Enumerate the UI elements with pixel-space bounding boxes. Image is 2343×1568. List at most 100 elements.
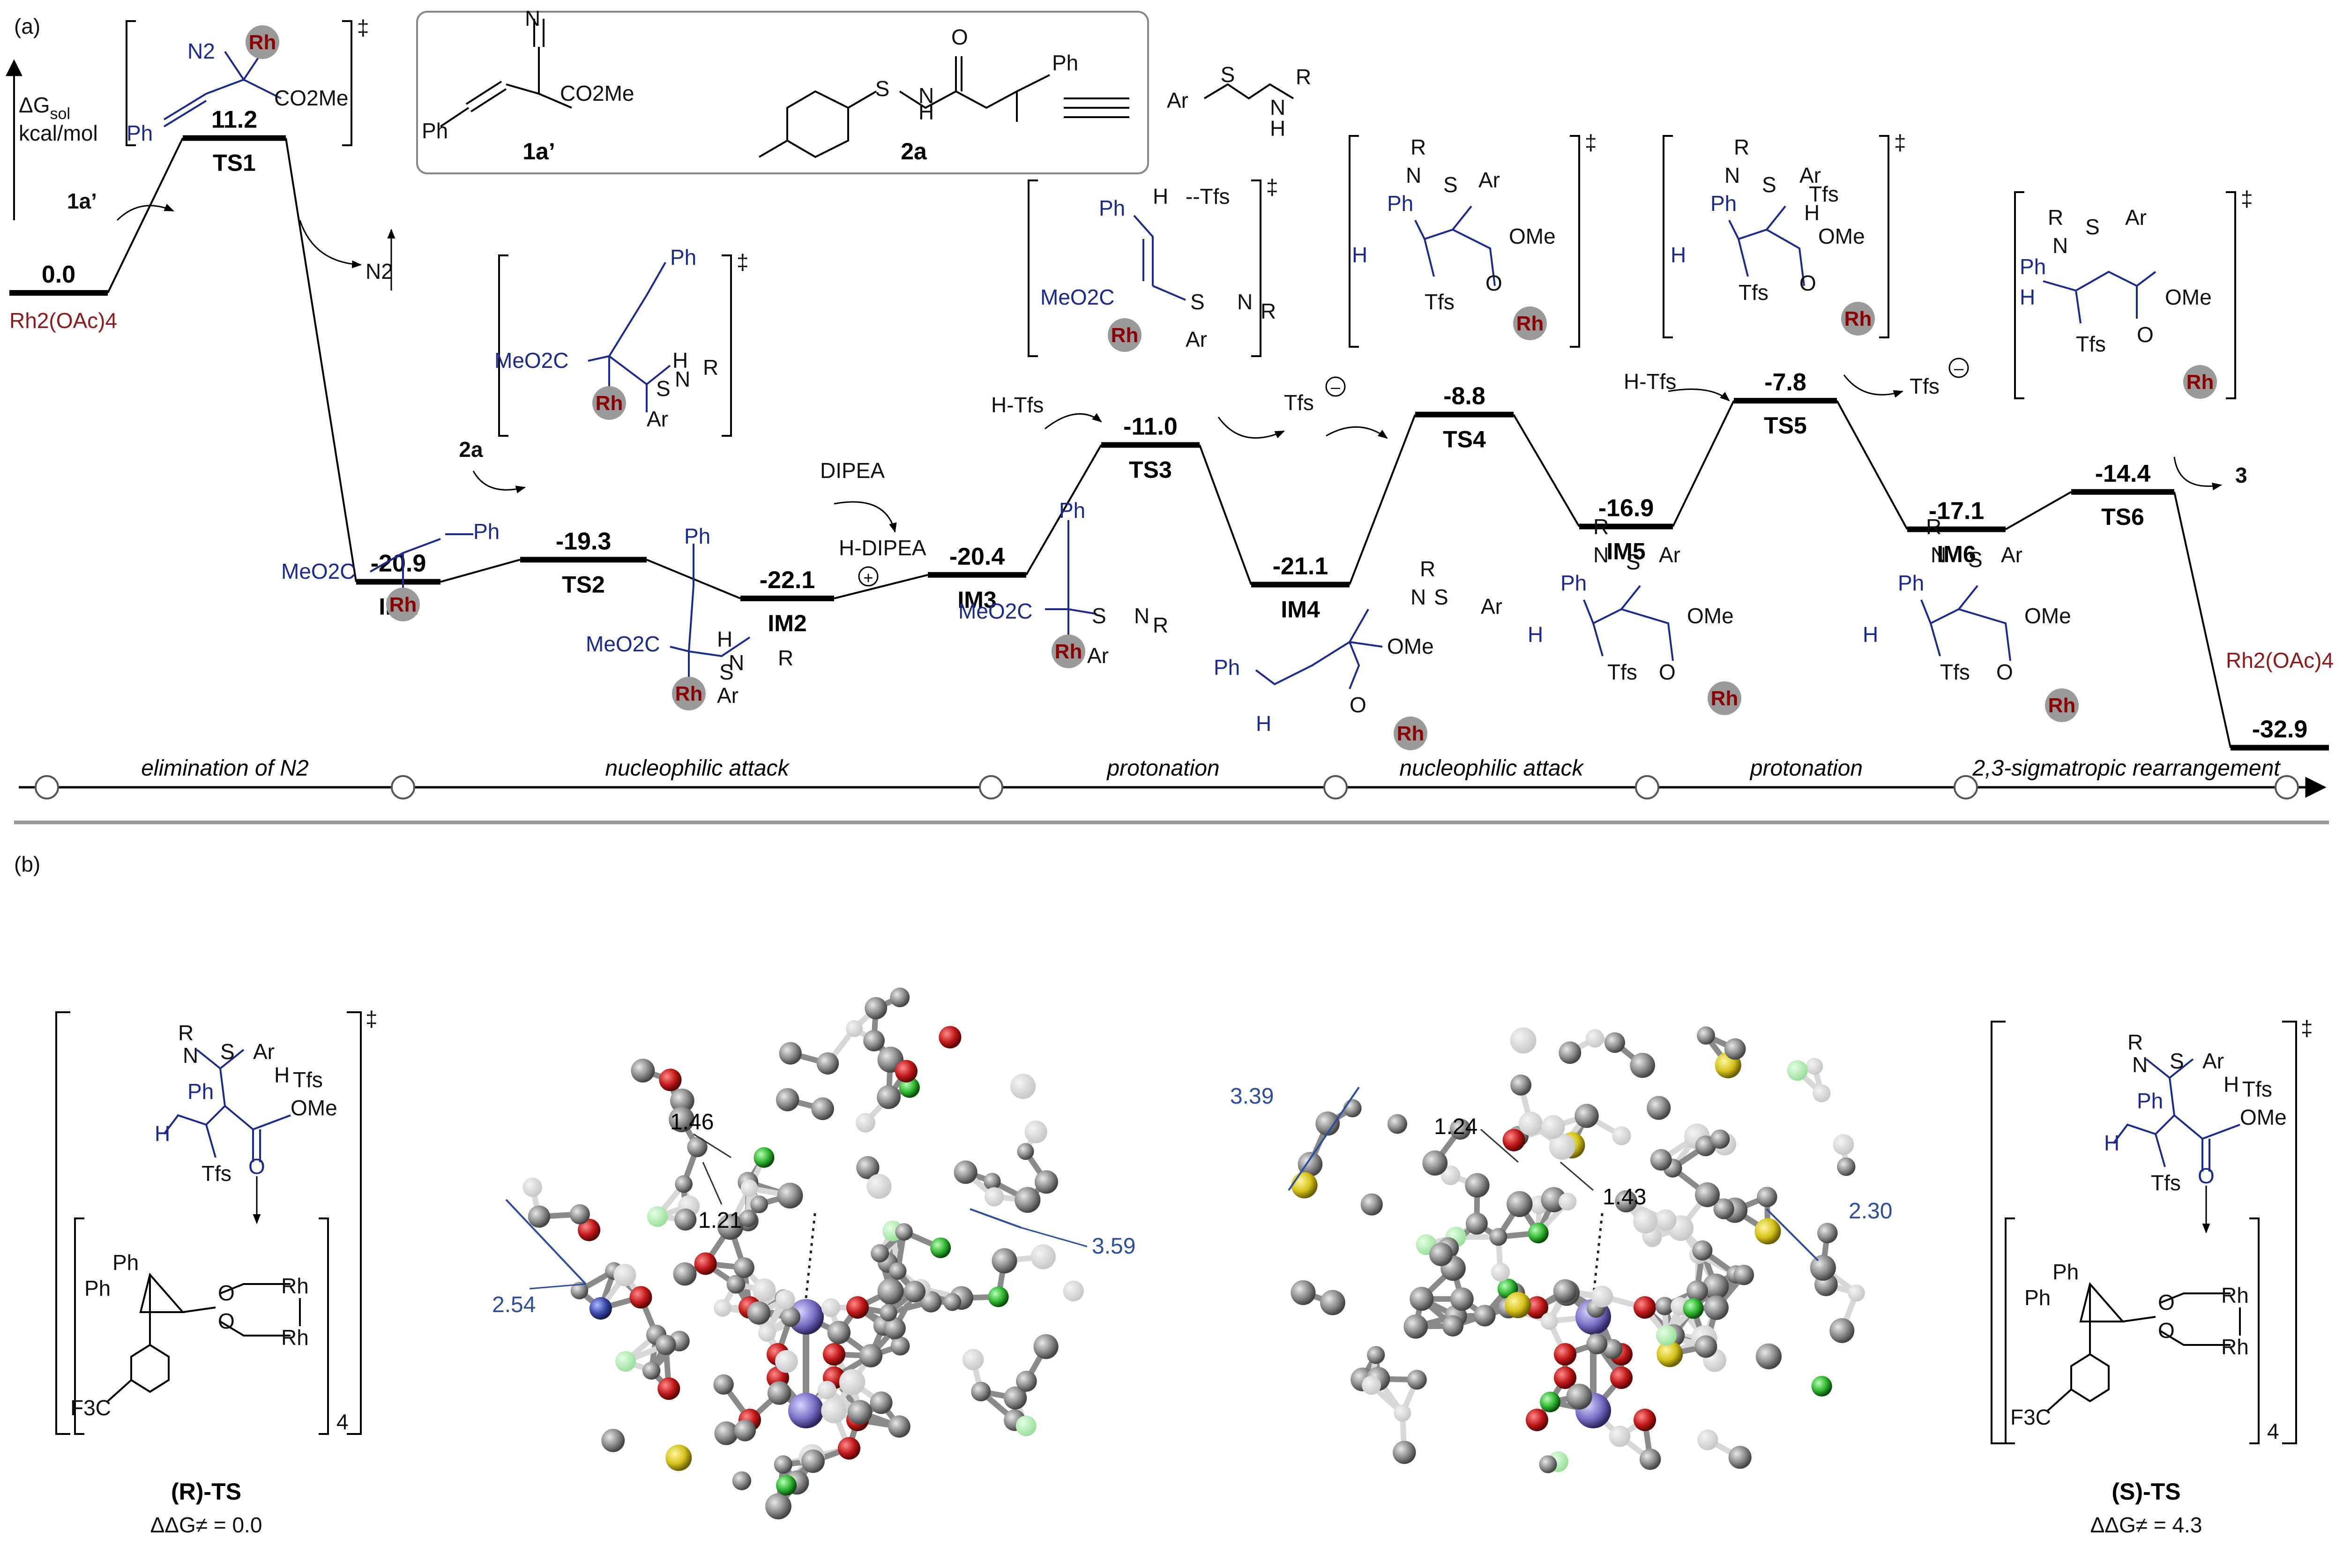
rh-label: Rh bbox=[675, 682, 703, 705]
atom bbox=[1539, 1455, 1557, 1473]
structure-text: Ar bbox=[1478, 168, 1500, 192]
product-3: 3 bbox=[2235, 463, 2247, 487]
atom bbox=[1755, 1343, 1782, 1370]
atom bbox=[733, 1257, 754, 1278]
atom bbox=[962, 1349, 984, 1371]
atom bbox=[984, 1172, 1001, 1190]
rh-o-contact bbox=[1592, 1209, 1604, 1299]
atom bbox=[1465, 1173, 1490, 1198]
atom bbox=[1403, 1314, 1428, 1339]
structure-text: N bbox=[2052, 233, 2068, 258]
atom bbox=[788, 1393, 824, 1428]
atom bbox=[1528, 1223, 1549, 1244]
svg-text:R: R bbox=[178, 1021, 194, 1045]
step-node-4 bbox=[1635, 775, 1659, 799]
atom bbox=[1848, 1284, 1865, 1302]
step-node-3 bbox=[1323, 775, 1348, 799]
structure-text: ‡ bbox=[1894, 130, 1906, 155]
atom bbox=[714, 1421, 739, 1445]
atom bbox=[747, 1301, 771, 1325]
rh-label: Rh bbox=[249, 31, 276, 54]
svg-text:‡: ‡ bbox=[2301, 1016, 2313, 1040]
svg-text:2.54: 2.54 bbox=[492, 1292, 536, 1317]
structure-text: H bbox=[1153, 184, 1168, 209]
atom bbox=[1507, 1191, 1533, 1217]
step-label-2: protonation bbox=[1106, 756, 1219, 781]
rh-sphere bbox=[1108, 318, 1142, 352]
s-ts-label: (S)-TS bbox=[2112, 1478, 2180, 1505]
svg-text:O: O bbox=[248, 1154, 265, 1179]
state-name-im4: IM4 bbox=[1281, 596, 1320, 622]
svg-text:F3C: F3C bbox=[70, 1396, 111, 1420]
atom bbox=[1650, 1149, 1672, 1171]
atom bbox=[758, 1324, 776, 1342]
atom bbox=[880, 1304, 897, 1322]
energy-value-7: -21.1 bbox=[1273, 553, 1328, 580]
rh-label: Rh bbox=[1516, 312, 1544, 335]
structure-bond bbox=[163, 100, 207, 127]
structure-text: Ar bbox=[2001, 543, 2022, 567]
reagent-dipea: DIPEA bbox=[820, 458, 885, 483]
svg-text:H: H bbox=[1270, 116, 1285, 141]
structure-text: Ar bbox=[2125, 205, 2147, 230]
structure-text: ‡ bbox=[1585, 130, 1597, 155]
atom bbox=[856, 1113, 876, 1133]
atom bbox=[1574, 1104, 1599, 1128]
axis-label-dg: ΔGsol bbox=[19, 93, 70, 123]
state-name-im3: IM3 bbox=[957, 587, 996, 613]
atom bbox=[734, 1419, 756, 1441]
panel-a-label: (a) bbox=[14, 14, 40, 38]
rh-sphere bbox=[1052, 635, 1085, 668]
structure-text: H bbox=[672, 348, 688, 373]
structure-text: R bbox=[1420, 557, 1435, 581]
structure-text: MeO2C bbox=[586, 632, 660, 656]
atom bbox=[899, 1077, 920, 1098]
structure-text: Tfs bbox=[1607, 660, 1637, 684]
atom bbox=[687, 1137, 708, 1157]
atom bbox=[615, 1351, 636, 1372]
s-ts-ddg: ΔΔG≠ = 4.3 bbox=[2090, 1513, 2202, 1537]
structure-text: N bbox=[675, 367, 690, 391]
energy-value-10: -7.8 bbox=[1764, 369, 1806, 396]
structure-text: R bbox=[778, 646, 793, 670]
state-name-im2: IM2 bbox=[768, 610, 806, 636]
svg-text:3.39: 3.39 bbox=[1230, 1084, 1274, 1109]
atom bbox=[1586, 1333, 1608, 1355]
atom bbox=[827, 1321, 851, 1344]
structure-text: N bbox=[1593, 543, 1609, 567]
rh-sphere bbox=[2045, 688, 2079, 722]
structure-bond bbox=[1920, 585, 2011, 661]
atom bbox=[1362, 1375, 1381, 1395]
rh-label: Rh bbox=[1711, 687, 1739, 710]
atom bbox=[674, 1208, 697, 1231]
atom bbox=[665, 1444, 692, 1471]
structure-bond bbox=[498, 254, 508, 437]
structure-bond bbox=[1570, 135, 1580, 348]
energy-connector-13 bbox=[2173, 492, 2231, 748]
atom bbox=[866, 1174, 892, 1199]
atom bbox=[1604, 1032, 1626, 1053]
atom bbox=[1367, 1346, 1385, 1364]
svg-text:O: O bbox=[2158, 1290, 2175, 1314]
svg-text:O: O bbox=[218, 1309, 235, 1333]
svg-text:‡: ‡ bbox=[366, 1007, 378, 1031]
atom bbox=[846, 1020, 863, 1037]
svg-text:1.24: 1.24 bbox=[1434, 1114, 1477, 1139]
atom bbox=[1787, 1060, 1808, 1081]
atom bbox=[776, 1290, 795, 1310]
atom bbox=[847, 1400, 873, 1425]
atom bbox=[870, 1391, 893, 1414]
structure-text: R bbox=[1261, 299, 1276, 323]
svg-text:–: – bbox=[1954, 358, 1963, 378]
svg-text:Ph: Ph bbox=[84, 1276, 111, 1300]
step-node-1 bbox=[391, 775, 415, 799]
atom bbox=[578, 1218, 601, 1241]
r-ts-distances: 1.46 1.21 2.54 3.59 bbox=[492, 1110, 1135, 1317]
atom bbox=[871, 1244, 889, 1262]
atom bbox=[863, 1030, 885, 1052]
rh-label: Rh bbox=[2048, 694, 2076, 717]
structure-text: H bbox=[1863, 622, 1878, 647]
atom bbox=[939, 1026, 962, 1049]
energy-value-11: -17.1 bbox=[1929, 497, 1985, 524]
structure-text: S bbox=[2085, 215, 2100, 239]
